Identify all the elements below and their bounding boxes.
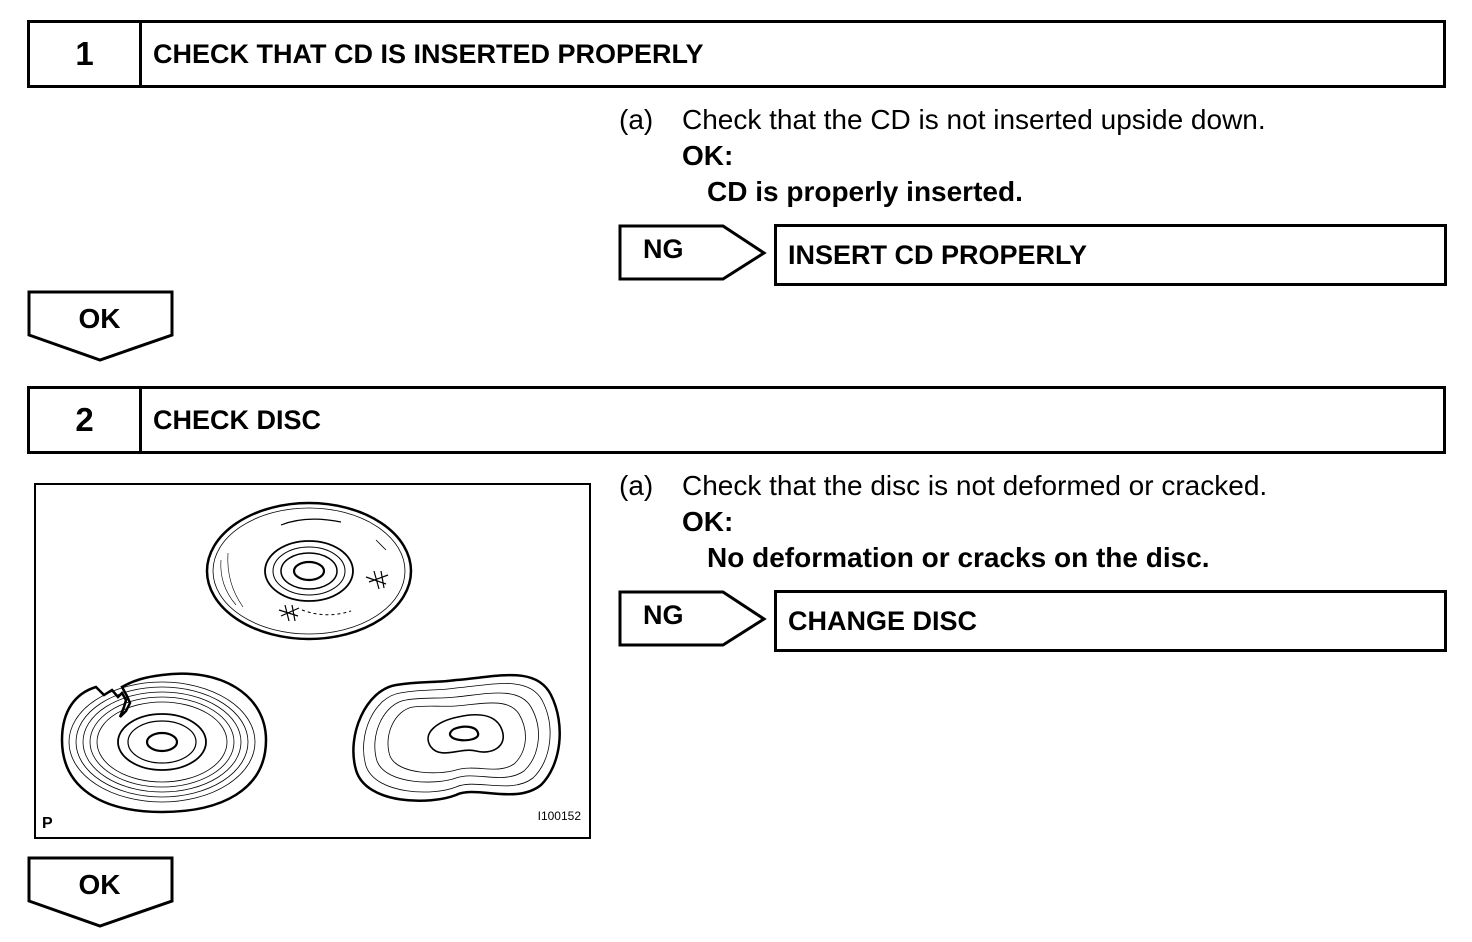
ng-arrow-icon: [618, 224, 767, 281]
step-2-title: CHECK DISC: [153, 404, 322, 435]
step-1-ok-arrow: OK: [27, 290, 174, 364]
disc-scratched-icon: [205, 501, 413, 641]
step-2-number: 2: [30, 389, 142, 451]
step-2-ng-arrow: NG: [618, 590, 768, 648]
step-1-ng-action: INSERT CD PROPERLY: [774, 224, 1447, 286]
step-2-instruction-label: (a): [619, 470, 654, 501]
step-1-instruction-text: Check that the CD is not inserted upside…: [682, 104, 1266, 135]
step-2-ok-arrow: OK: [27, 856, 174, 930]
step-2-header: 2 CHECK DISC: [27, 386, 1446, 454]
disc-illustration: P I100152: [34, 483, 591, 839]
ok-down-arrow-icon: [27, 290, 174, 362]
step-1-number: 1: [30, 23, 142, 85]
step-2-ok-arrow-label: OK: [78, 869, 121, 900]
step-1-instruction: (a) Check that the CD is not inserted up…: [619, 102, 1266, 210]
ok-down-arrow-icon: [27, 856, 174, 928]
disc-cracked-icon: [60, 672, 268, 814]
disc-deformed-icon: [352, 673, 561, 802]
step-2-ng-action: CHANGE DISC: [774, 590, 1447, 652]
step-2-ok-label: OK:: [682, 506, 734, 537]
ng-arrow-icon: [618, 590, 767, 647]
step-2-ng-label: NG: [643, 600, 684, 630]
step-1-header: 1 CHECK THAT CD IS INSERTED PROPERLY: [27, 20, 1446, 88]
step-1-instruction-label: (a): [619, 104, 654, 135]
figure-corner-mark: P: [42, 815, 53, 832]
step-1-ng-label: NG: [643, 234, 684, 264]
discs-figure: [60, 501, 561, 814]
step-2-instruction-text: Check that the disc is not deformed or c…: [682, 470, 1268, 501]
step-1-title: CHECK THAT CD IS INSERTED PROPERLY: [153, 38, 704, 69]
step-1-ok-arrow-label: OK: [78, 303, 121, 334]
step-2-ok-value: No deformation or cracks on the disc.: [707, 542, 1210, 573]
step-1-ok-label: OK:: [682, 140, 734, 171]
step-1-ok-value: CD is properly inserted.: [707, 176, 1023, 207]
figure-code: I100152: [537, 809, 581, 823]
step-1-ng-arrow: NG: [618, 224, 768, 282]
step-2-instruction: (a) Check that the disc is not deformed …: [619, 468, 1267, 576]
